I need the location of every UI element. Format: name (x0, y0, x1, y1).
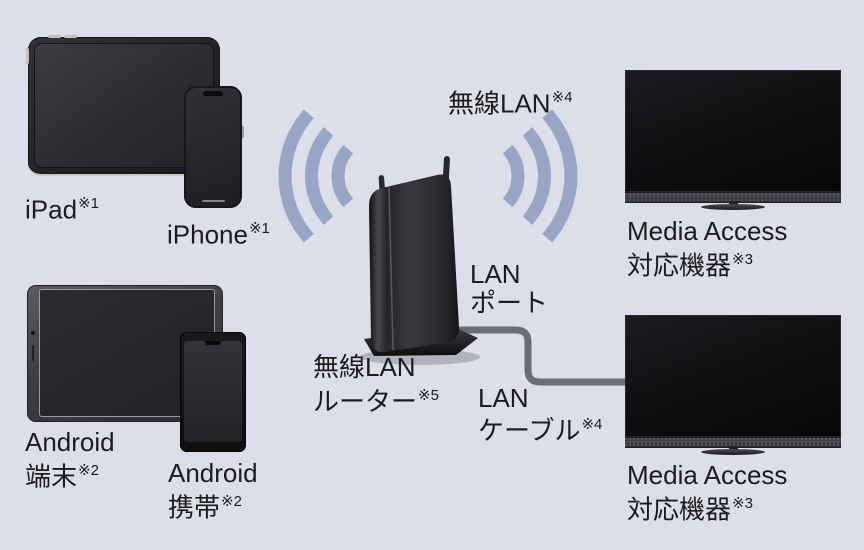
tv-screen (625, 70, 841, 192)
tv-stand-neck (729, 446, 738, 451)
android-tablet-label: Android 端末※2 (25, 427, 115, 492)
wifi-signal-left-icon (278, 109, 354, 243)
android-phone-device (180, 332, 246, 452)
iphone-notch (203, 91, 223, 96)
ipad-side-button (26, 48, 29, 64)
router-device (360, 156, 480, 365)
router-body (369, 174, 460, 353)
tv-top-label-note: ※3 (732, 251, 753, 268)
lan-cable-label: LAN ケーブル※4 (478, 384, 602, 445)
tv-top-label: Media Access 対応機器※3 (627, 216, 787, 281)
iphone-home-indicator (202, 200, 225, 202)
android-phone-screen (184, 341, 242, 442)
tv-screen (625, 315, 841, 437)
android-phone-label-line1: Android (168, 458, 258, 488)
iphone-label: iPhone※1 (167, 215, 270, 250)
ipad-label-note: ※1 (78, 195, 99, 212)
router-label-note: ※5 (418, 387, 439, 404)
tv-stand-base (701, 449, 765, 455)
iphone-side-button (242, 126, 244, 138)
lan-port-label: LAN ポート (470, 260, 548, 318)
ipad-top-button (64, 35, 77, 38)
wireless-lan-label: 無線LAN※4 (448, 84, 573, 119)
iphone-label-note: ※1 (248, 220, 270, 237)
tv-bottom-label: Media Access 対応機器※3 (627, 460, 787, 525)
router-label-line1: 無線LAN (313, 352, 416, 382)
router-label-line2: ルーター (313, 386, 418, 417)
wireless-lan-label-note: ※4 (551, 89, 573, 106)
ipad-label-text: iPad (25, 194, 78, 225)
android-phone-label: Android 携帯※2 (168, 458, 258, 523)
lan-cable-label-line1: LAN (478, 383, 529, 413)
android-phone-label-note: ※2 (221, 493, 242, 510)
tv-stand-base (701, 204, 765, 210)
tv-top-label-line1: Media Access (627, 216, 788, 246)
tv-stand-neck (729, 201, 738, 206)
tv-bottom-label-line2: 対応機器 (627, 494, 732, 525)
tv-bottom-label-line1: Media Access (627, 460, 788, 490)
android-tablet-label-line1: Android (25, 427, 115, 457)
android-tablet-label-line2: 端末 (25, 461, 78, 492)
lan-cable-line (452, 326, 627, 386)
wifi-signal-right-icon (502, 109, 578, 243)
tv-bottom-label-note: ※3 (732, 495, 753, 512)
wireless-lan-label-text: 無線LAN (448, 88, 551, 119)
lan-cable-label-note: ※4 (581, 416, 603, 433)
android-phone-notch (205, 341, 221, 345)
router-seam (388, 186, 394, 351)
android-phone-label-line2: 携帯 (168, 492, 221, 523)
android-tablet-speaker (32, 345, 34, 361)
android-tablet-camera (31, 331, 35, 335)
lan-port-label-line1: LAN (470, 259, 521, 289)
lan-port-label-line2: ポート (470, 288, 549, 318)
tv-top-label-line2: 対応機器 (627, 250, 732, 281)
iphone-device (184, 86, 244, 208)
lan-cable-label-line2: ケーブル (478, 415, 581, 446)
router-label: 無線LAN ルーター※5 (313, 352, 439, 417)
iphone-label-text: iPhone (167, 219, 248, 250)
ipad-top-button (48, 35, 61, 38)
ipad-label: iPad※1 (25, 190, 99, 225)
android-tablet-label-note: ※2 (78, 462, 99, 479)
